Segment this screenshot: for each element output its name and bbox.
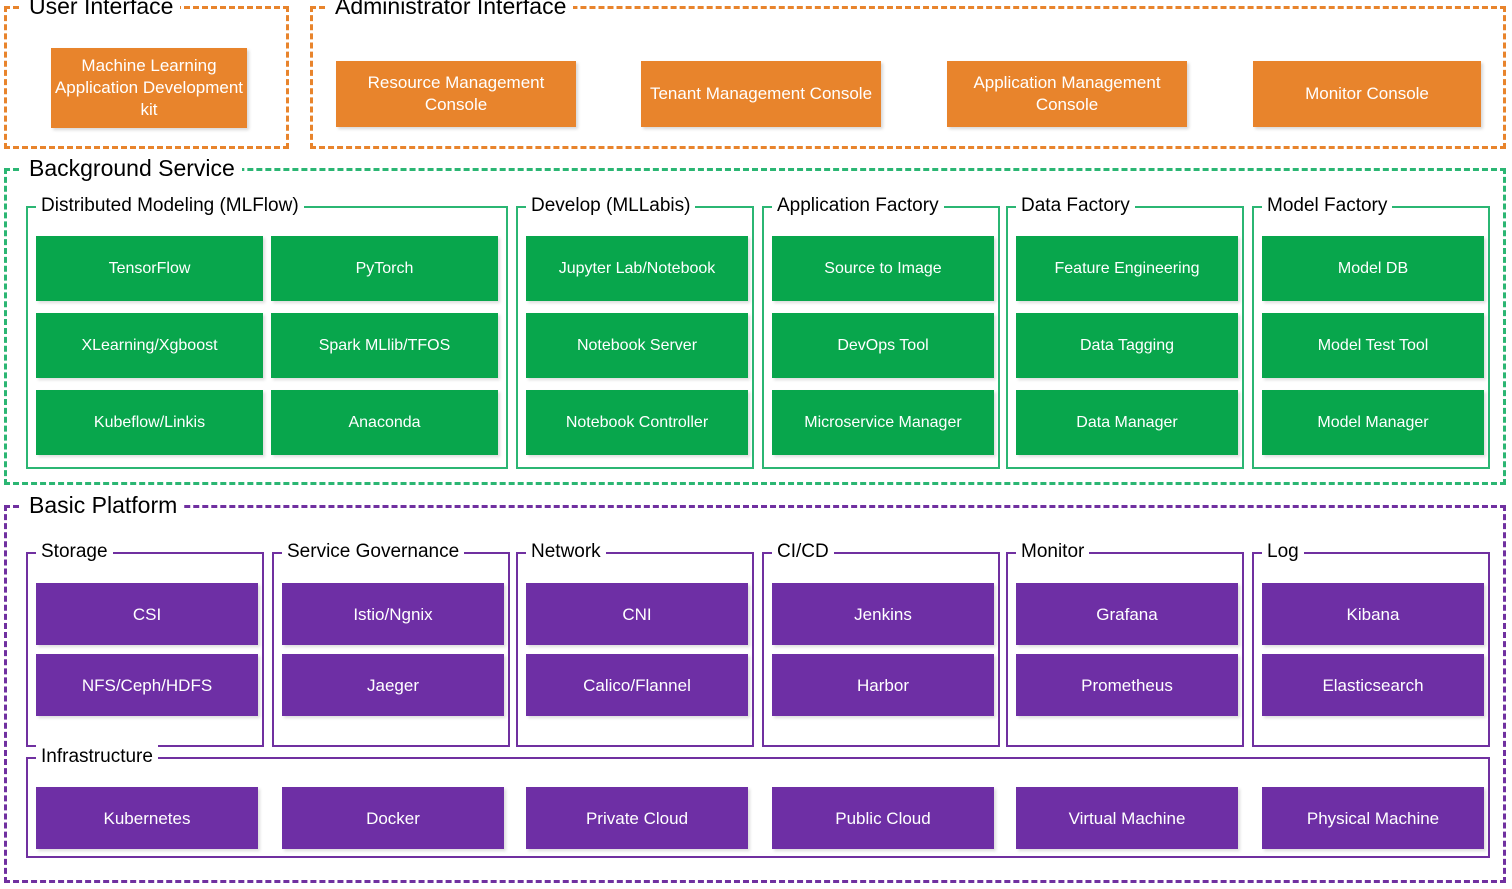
- group-log: Log Kibana Elasticsearch: [1252, 540, 1490, 747]
- tile-model-manager[interactable]: Model Manager: [1262, 390, 1484, 455]
- background-service-frame: [4, 168, 1506, 485]
- administrator-interface-title: Administrator Interface: [328, 0, 574, 19]
- group-title-model-factory: Model Factory: [1262, 194, 1393, 218]
- ml-app-dev-kit-box[interactable]: Machine Learning Application Development…: [51, 48, 247, 128]
- tile-data-manager[interactable]: Data Manager: [1016, 390, 1238, 455]
- background-service-title: Background Service: [22, 155, 242, 181]
- application-management-console-box[interactable]: Application Management Console: [947, 61, 1187, 127]
- tile-private-cloud[interactable]: Private Cloud: [526, 787, 748, 849]
- resource-management-console-box[interactable]: Resource Management Console: [336, 61, 576, 127]
- section-background-service: Background Service Distributed Modeling …: [4, 155, 1506, 485]
- tile-jupyter-lab-notebook[interactable]: Jupyter Lab/Notebook: [526, 236, 748, 301]
- group-title-distributed-modeling: Distributed Modeling (MLFlow): [36, 194, 304, 218]
- group-title-network: Network: [526, 540, 606, 564]
- tile-cni[interactable]: CNI: [526, 583, 748, 645]
- administrator-interface-frame: [310, 6, 1506, 149]
- tile-prometheus[interactable]: Prometheus: [1016, 654, 1238, 716]
- group-title-data-factory: Data Factory: [1016, 194, 1135, 218]
- group-title-log: Log: [1262, 540, 1304, 564]
- tile-devops-tool[interactable]: DevOps Tool: [772, 313, 994, 378]
- tile-kubeflow-linkis[interactable]: Kubeflow/Linkis: [36, 390, 263, 455]
- monitor-console-box[interactable]: Monitor Console: [1253, 61, 1481, 127]
- tile-kibana[interactable]: Kibana: [1262, 583, 1484, 645]
- tile-model-db[interactable]: Model DB: [1262, 236, 1484, 301]
- group-network: Network CNI Calico/Flannel: [516, 540, 754, 747]
- group-title-service-governance: Service Governance: [282, 540, 465, 564]
- user-interface-title: User Interface: [22, 0, 181, 19]
- tile-jenkins[interactable]: Jenkins: [772, 583, 994, 645]
- group-storage: Storage CSI NFS/Ceph/HDFS: [26, 540, 264, 747]
- group-title-storage: Storage: [36, 540, 113, 564]
- tile-csi[interactable]: CSI: [36, 583, 258, 645]
- tenant-management-console-box[interactable]: Tenant Management Console: [641, 61, 881, 127]
- group-title-infrastructure: Infrastructure: [36, 745, 158, 769]
- group-cicd: CI/CD Jenkins Harbor: [762, 540, 1000, 747]
- group-monitor: Monitor Grafana Prometheus: [1006, 540, 1244, 747]
- group-title-application-factory: Application Factory: [772, 194, 944, 218]
- section-user-interface: User Interface Machine Learning Applicat…: [4, 0, 289, 149]
- tile-microservice-manager[interactable]: Microservice Manager: [772, 390, 994, 455]
- group-data-factory: Data Factory Feature Engineering Data Ta…: [1006, 194, 1244, 469]
- tile-model-test-tool[interactable]: Model Test Tool: [1262, 313, 1484, 378]
- group-infrastructure: Infrastructure Kubernetes Docker Private…: [26, 745, 1490, 858]
- basic-platform-title: Basic Platform: [22, 492, 185, 518]
- tile-kubernetes[interactable]: Kubernetes: [36, 787, 258, 849]
- tile-data-tagging[interactable]: Data Tagging: [1016, 313, 1238, 378]
- tile-tensorflow[interactable]: TensorFlow: [36, 236, 263, 301]
- tile-elasticsearch[interactable]: Elasticsearch: [1262, 654, 1484, 716]
- group-service-governance: Service Governance Istio/Ngnix Jaeger: [272, 540, 510, 747]
- tile-spark-mllib-tfos[interactable]: Spark MLlib/TFOS: [271, 313, 498, 378]
- tile-jaeger[interactable]: Jaeger: [282, 654, 504, 716]
- tile-notebook-controller[interactable]: Notebook Controller: [526, 390, 748, 455]
- tile-feature-engineering[interactable]: Feature Engineering: [1016, 236, 1238, 301]
- tile-notebook-server[interactable]: Notebook Server: [526, 313, 748, 378]
- section-administrator-interface: Administrator Interface Resource Managem…: [310, 0, 1506, 149]
- group-distributed-modeling: Distributed Modeling (MLFlow) TensorFlow…: [26, 194, 508, 469]
- tile-xlearning-xgboost[interactable]: XLearning/Xgboost: [36, 313, 263, 378]
- tile-calico-flannel[interactable]: Calico/Flannel: [526, 654, 748, 716]
- tile-pytorch[interactable]: PyTorch: [271, 236, 498, 301]
- tile-public-cloud[interactable]: Public Cloud: [772, 787, 994, 849]
- tile-istio-ngnix[interactable]: Istio/Ngnix: [282, 583, 504, 645]
- tile-grafana[interactable]: Grafana: [1016, 583, 1238, 645]
- group-title-develop: Develop (MLLabis): [526, 194, 696, 218]
- basic-platform-frame: [4, 505, 1506, 883]
- tile-virtual-machine[interactable]: Virtual Machine: [1016, 787, 1238, 849]
- section-basic-platform: Basic Platform Storage CSI NFS/Ceph/HDFS…: [4, 492, 1506, 883]
- group-application-factory: Application Factory Source to Image DevO…: [762, 194, 1000, 469]
- tile-nfs-ceph-hdfs[interactable]: NFS/Ceph/HDFS: [36, 654, 258, 716]
- group-title-cicd: CI/CD: [772, 540, 834, 564]
- tile-anaconda[interactable]: Anaconda: [271, 390, 498, 455]
- group-model-factory: Model Factory Model DB Model Test Tool M…: [1252, 194, 1490, 469]
- tile-physical-machine[interactable]: Physical Machine: [1262, 787, 1484, 849]
- group-title-monitor: Monitor: [1016, 540, 1090, 564]
- tile-docker[interactable]: Docker: [282, 787, 504, 849]
- tile-harbor[interactable]: Harbor: [772, 654, 994, 716]
- tile-source-to-image[interactable]: Source to Image: [772, 236, 994, 301]
- group-develop: Develop (MLLabis) Jupyter Lab/Notebook N…: [516, 194, 754, 469]
